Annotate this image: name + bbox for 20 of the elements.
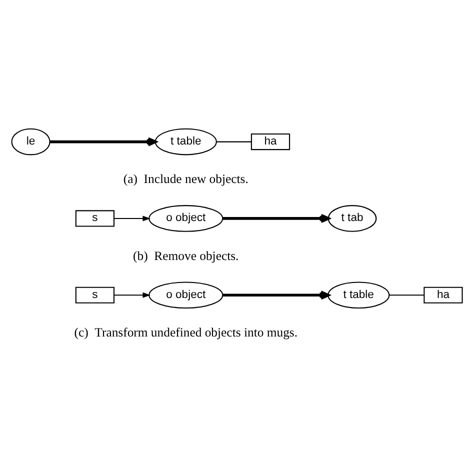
node-ellipse: o object bbox=[148, 204, 224, 232]
arrow bbox=[222, 213, 330, 223]
arrow bbox=[114, 215, 150, 221]
node-ellipse: t table bbox=[154, 128, 217, 155]
arrow bbox=[223, 290, 330, 300]
label: (a) Include new objects. bbox=[123, 172, 248, 186]
node-box: s bbox=[75, 210, 114, 226]
node-ellipse: le bbox=[11, 128, 50, 155]
connector bbox=[216, 140, 252, 142]
label: (b) Remove objects. bbox=[133, 248, 239, 262]
node-ellipse: t table bbox=[328, 281, 390, 308]
node-ellipse: o object bbox=[148, 281, 224, 308]
arrow bbox=[114, 292, 150, 298]
node-ellipse: t tab bbox=[328, 204, 377, 232]
node-box: s bbox=[75, 286, 114, 303]
node-box: ha bbox=[250, 133, 290, 150]
node-box: ha bbox=[424, 286, 463, 303]
connector bbox=[389, 294, 424, 296]
label: (c) Transform undefined objects into mugs. bbox=[74, 325, 298, 340]
arrow bbox=[50, 136, 157, 146]
